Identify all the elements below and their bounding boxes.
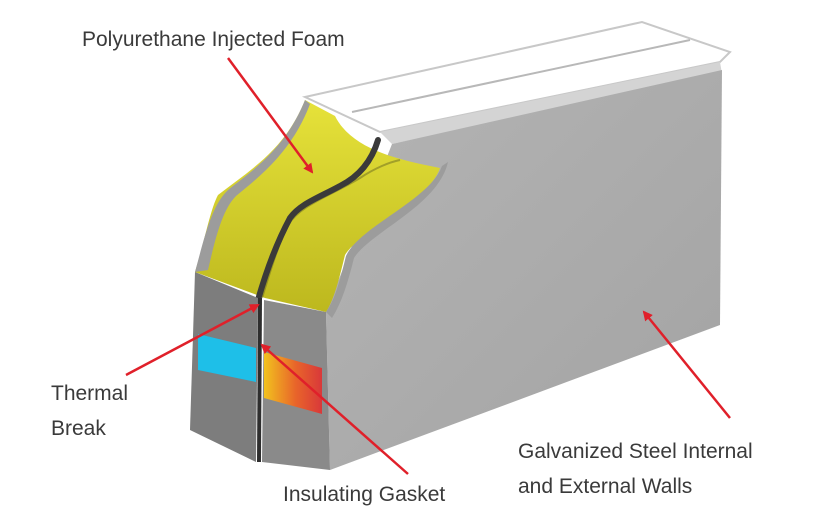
foam-arrow xyxy=(226,57,314,174)
gasket-hot-band xyxy=(264,352,322,414)
walls-arrow xyxy=(642,310,731,419)
steel-profile-edges xyxy=(195,100,448,318)
thermal-break-groove xyxy=(255,137,381,303)
gasket-cold-band xyxy=(198,334,256,382)
gasket-label: Insulating Gasket xyxy=(283,483,446,506)
thermal-break-label-line-1: Thermal xyxy=(51,382,129,405)
top-steel-strips xyxy=(301,20,732,144)
thermal-break-label-line-2: Break xyxy=(51,417,106,440)
walls-label-line-1: Galvanized Steel Internal xyxy=(518,440,753,463)
walls-label-line-2: and External Walls xyxy=(518,475,693,498)
thermal-break-arrow xyxy=(125,303,260,377)
walls-label: Galvanized Steel Internal and External W… xyxy=(518,434,753,504)
annotation-arrows xyxy=(125,57,731,475)
thermal-break-label: Thermal Break xyxy=(51,376,128,446)
foam-label: Polyurethane Injected Foam xyxy=(82,28,345,51)
gasket-arrow xyxy=(260,343,409,475)
